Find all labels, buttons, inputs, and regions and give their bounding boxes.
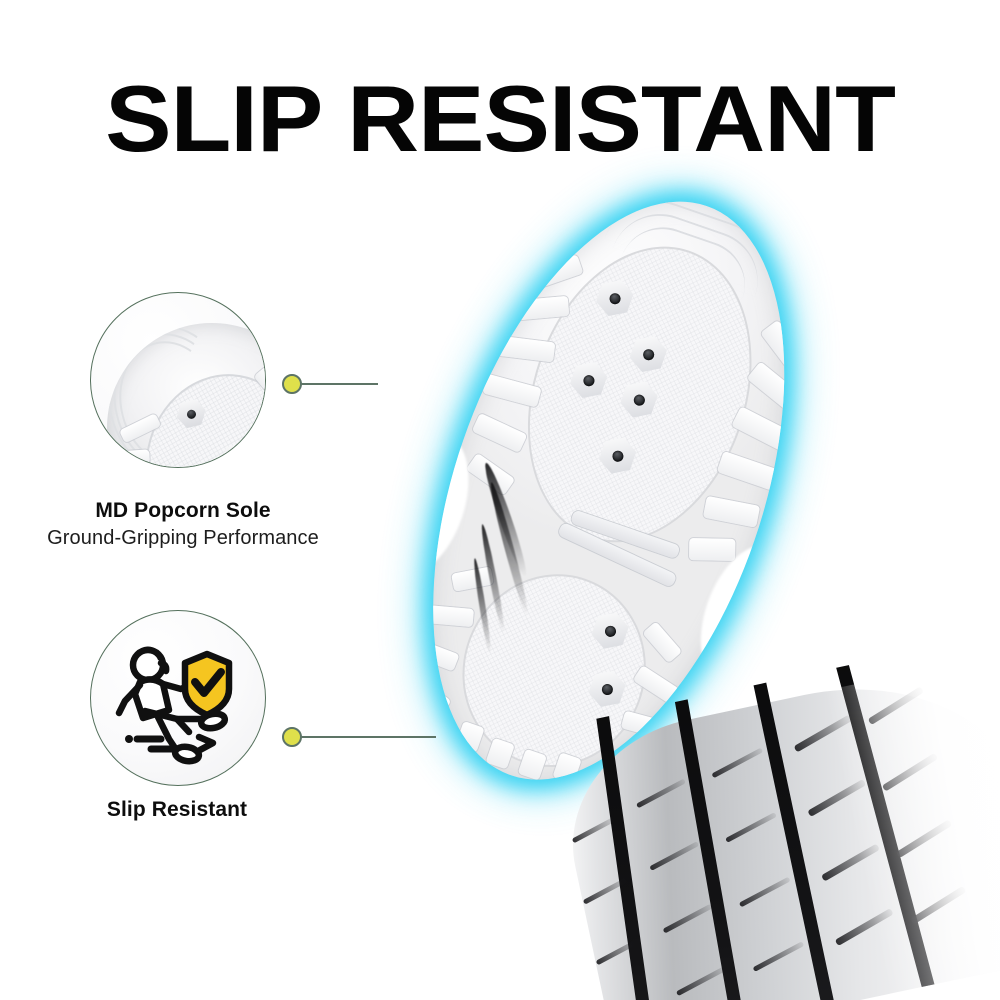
outsole-lug bbox=[428, 605, 474, 628]
outsole-lug bbox=[689, 538, 736, 561]
connector-dot-md-popcorn-sole bbox=[282, 374, 302, 394]
outsole-lug bbox=[702, 495, 761, 528]
tire-shoulder-highlight bbox=[824, 649, 1000, 1000]
person-slipping-with-shield-icon bbox=[115, 646, 233, 765]
callout-label-md-popcorn-sole: MD Popcorn Sole Ground-Gripping Performa… bbox=[0, 498, 368, 552]
tire-sipe bbox=[649, 841, 700, 871]
heel-gear-tooth bbox=[455, 720, 485, 753]
tire-groove bbox=[673, 689, 766, 1000]
tire-sipe bbox=[738, 876, 791, 908]
callout-label-slip-resistant: Slip Resistant bbox=[0, 797, 362, 823]
tire-sipe bbox=[635, 778, 686, 809]
connector-line-md-popcorn-sole bbox=[300, 383, 378, 385]
page-title: SLIP RESISTANT bbox=[105, 66, 896, 171]
callout-subtitle: Ground-Gripping Performance bbox=[47, 527, 319, 549]
connector-dot-slip-resistant bbox=[282, 727, 302, 747]
outsole-lug bbox=[760, 319, 807, 372]
tire-sipe bbox=[711, 747, 764, 779]
outsole-lug bbox=[716, 450, 779, 491]
callout-title: MD Popcorn Sole bbox=[95, 499, 271, 522]
tire-sipe bbox=[752, 941, 805, 972]
tire-sipe bbox=[675, 966, 726, 997]
callout-circle-slip-resistant[interactable] bbox=[90, 610, 266, 786]
outsole-lug bbox=[746, 361, 803, 413]
tire-sipe bbox=[571, 817, 615, 844]
sole-closeup-photo bbox=[91, 298, 265, 467]
callout-title: Slip Resistant bbox=[106, 798, 248, 821]
tire-sipe bbox=[725, 812, 777, 843]
outsole-lug bbox=[471, 412, 528, 453]
tire-sipe bbox=[662, 903, 713, 934]
shield-check-icon bbox=[181, 650, 233, 719]
callout-circle-md-popcorn-sole[interactable] bbox=[90, 292, 266, 468]
connector-line-slip-resistant bbox=[300, 736, 436, 738]
outsole-lug bbox=[533, 254, 584, 289]
outsole-lug bbox=[642, 621, 683, 664]
